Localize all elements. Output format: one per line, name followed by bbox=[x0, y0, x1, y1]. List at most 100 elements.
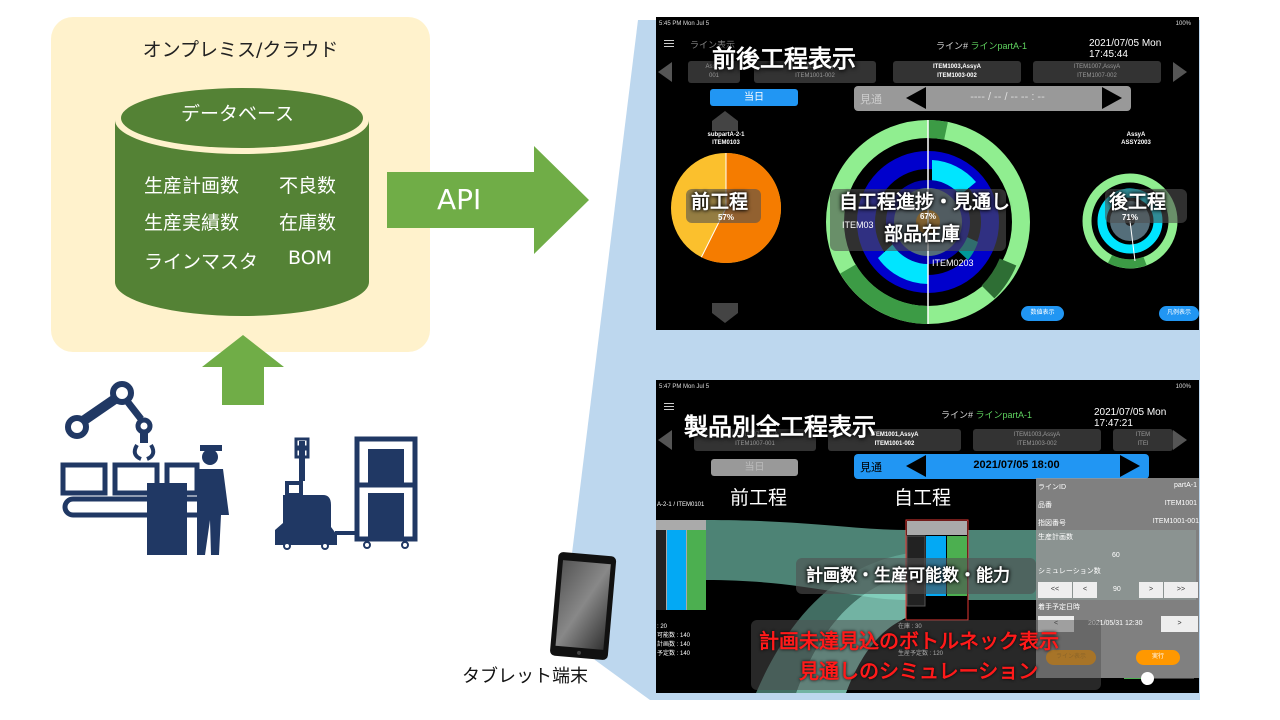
today-button[interactable]: 当日 bbox=[711, 459, 798, 476]
status-time: 5:45 PM Mon Jul 5 bbox=[659, 21, 710, 27]
card-line1: ITEM1007,AssyA bbox=[731, 432, 779, 438]
card-line1: ITEM1007,AssyA bbox=[1073, 64, 1121, 70]
part-value: ITEM1001 bbox=[1164, 500, 1197, 507]
next-percent: 71% bbox=[1121, 213, 1138, 222]
overlay-center-line2: 部品在庫 bbox=[884, 223, 961, 245]
order-label: 指図番号 bbox=[1038, 520, 1066, 527]
scroll-up-arrow[interactable] bbox=[712, 111, 738, 131]
card-line2: ITEM1007-001 bbox=[735, 441, 775, 447]
today-button[interactable]: 当日 bbox=[710, 89, 798, 106]
line-label-text: ライン# bbox=[941, 410, 974, 420]
battery-status: 100% bbox=[1175, 21, 1191, 27]
stat-line: 可能数 : 140 bbox=[657, 633, 691, 639]
show-values-button[interactable]: 数値表示 bbox=[1021, 306, 1064, 321]
center-item-label: ITEM03 bbox=[842, 220, 874, 230]
forecast-bar: 見通 2021/07/05 18:00 bbox=[854, 454, 1149, 479]
sim-label: シミュレーション数 bbox=[1038, 568, 1101, 575]
item-card[interactable]: ITEM1007,AssyA ITEM1007-002 bbox=[1033, 61, 1161, 83]
db-item-defect: 不良数 bbox=[279, 175, 337, 197]
sim-ff-back-button[interactable]: << bbox=[1038, 582, 1072, 598]
prev-card-arrow[interactable] bbox=[658, 430, 672, 450]
center-item-label: ITEM0203 bbox=[932, 258, 974, 268]
card-line2: ITEM1007-002 bbox=[1077, 73, 1117, 79]
line-id-label: ラインID bbox=[1038, 484, 1066, 491]
show-legend-button[interactable]: 凡例表示 bbox=[1159, 306, 1199, 321]
bottleneck-text: 計画未達見込のボトルネック表示 bbox=[759, 629, 1059, 653]
prev-card-arrow[interactable] bbox=[658, 62, 672, 82]
forecast-prev-arrow[interactable] bbox=[906, 87, 926, 109]
card-line1: ITEM1003,AssyA bbox=[1013, 432, 1061, 438]
db-item-line-master: ラインマスタ bbox=[144, 251, 259, 273]
forecast-prev-arrow[interactable] bbox=[906, 455, 926, 477]
run-button[interactable]: 実行 bbox=[1136, 650, 1180, 665]
item-card[interactable]: ITEM1007,AssyA ITEM1007-001 bbox=[694, 429, 816, 451]
plan-value: 60 bbox=[1112, 552, 1120, 559]
card-line2: ITEI bbox=[1137, 441, 1149, 447]
overlay-next-process: 後工程 bbox=[1109, 191, 1167, 213]
slider-thumb[interactable] bbox=[1141, 672, 1154, 685]
forecast-value: 2021/07/05 18:00 bbox=[973, 459, 1060, 471]
card-line1: AssyA bbox=[705, 64, 723, 70]
stat-line: 計画数 : 140 bbox=[657, 642, 691, 648]
forecast-bar: 見通 ---- / -- / -- -- : -- bbox=[854, 86, 1131, 111]
overlay-red-bg bbox=[751, 620, 1101, 690]
db-item-plan: 生産計画数 bbox=[144, 175, 240, 197]
forecast-next-arrow[interactable] bbox=[1102, 87, 1122, 109]
sim-fwd-button[interactable]: > bbox=[1139, 582, 1163, 598]
next-item-line1: AssyA bbox=[1126, 132, 1146, 138]
tablet-label: タブレット端末 bbox=[462, 666, 588, 687]
db-item-actual: 生産実績数 bbox=[144, 212, 240, 234]
forecast-next-arrow[interactable] bbox=[1120, 455, 1140, 477]
card-line2: ITEM1001-002 bbox=[795, 73, 835, 79]
overlay-prev-bg bbox=[686, 189, 761, 223]
line-label-text: ライン# bbox=[936, 41, 969, 51]
line-value: ラインpartA-1 bbox=[975, 410, 1033, 420]
card-line1: ITEM1001,AssyA bbox=[791, 64, 839, 70]
sim-back-button[interactable]: < bbox=[1073, 582, 1097, 598]
item-card[interactable]: ITEM1001,AssyA ITEM1001-002 bbox=[754, 61, 876, 83]
db-label: データベース bbox=[181, 103, 295, 125]
slider-track[interactable] bbox=[1124, 678, 1194, 679]
card-line2: 001 bbox=[708, 73, 719, 79]
sim-ff-fwd-button[interactable]: >> bbox=[1164, 582, 1198, 598]
part-label: 品番 bbox=[1038, 502, 1052, 509]
card-line2: ITEM1003-002 bbox=[937, 73, 977, 79]
tablet-device-icon bbox=[550, 552, 617, 660]
database-cylinder-icon bbox=[115, 86, 369, 316]
start-value: 2021/05/31 12:30 bbox=[1088, 620, 1143, 627]
plan-label: 生産計画数 bbox=[1038, 534, 1073, 541]
self-process-header: 自工程 bbox=[894, 487, 952, 509]
cloud-title: オンプレミス/クラウド bbox=[142, 39, 339, 61]
item-card-selected[interactable]: ITEM1003,AssyA ITEM1003-002 bbox=[893, 61, 1021, 83]
db-item-bom: BOM bbox=[288, 247, 333, 269]
menu-icon[interactable] bbox=[664, 40, 674, 47]
menu-icon[interactable] bbox=[664, 403, 674, 410]
forecast-label: 見通 bbox=[860, 94, 882, 106]
scroll-down-arrow[interactable] bbox=[712, 303, 738, 323]
sim-value: 90 bbox=[1113, 586, 1121, 593]
overlay-next-bg bbox=[1105, 189, 1187, 223]
battery-status: 100% bbox=[1175, 384, 1191, 390]
item-card[interactable]: AssyA 001 bbox=[688, 61, 740, 83]
screen-title: 前後工程表示 bbox=[712, 45, 856, 73]
line-number-label: ライン# ラインpartA-1 bbox=[941, 408, 1032, 421]
card-line1: ITEM1003,AssyA bbox=[932, 64, 982, 70]
order-value: ITEM1001-001 bbox=[1152, 518, 1199, 525]
overlay-center-line1: 自工程進捗・見通し bbox=[839, 191, 1011, 213]
next-card-arrow[interactable] bbox=[1173, 62, 1187, 82]
simulation-text: 見通しのシミュレーション bbox=[799, 659, 1039, 683]
next-card-arrow[interactable] bbox=[1173, 430, 1187, 450]
overlay-prev-process: 前工程 bbox=[691, 191, 749, 213]
up-arrow-icon bbox=[202, 335, 284, 405]
line-value: ラインpartA-1 bbox=[970, 41, 1028, 51]
start-fwd-button[interactable]: > bbox=[1161, 616, 1198, 632]
current-datetime: 2021/07/05 Mon 17:47:21 bbox=[1094, 407, 1167, 429]
current-datetime: 2021/07/05 Mon 17:45:44 bbox=[1089, 38, 1162, 60]
stat-line: 予定数 : 140 bbox=[657, 651, 691, 657]
overlay-mid-bg bbox=[796, 558, 1036, 594]
